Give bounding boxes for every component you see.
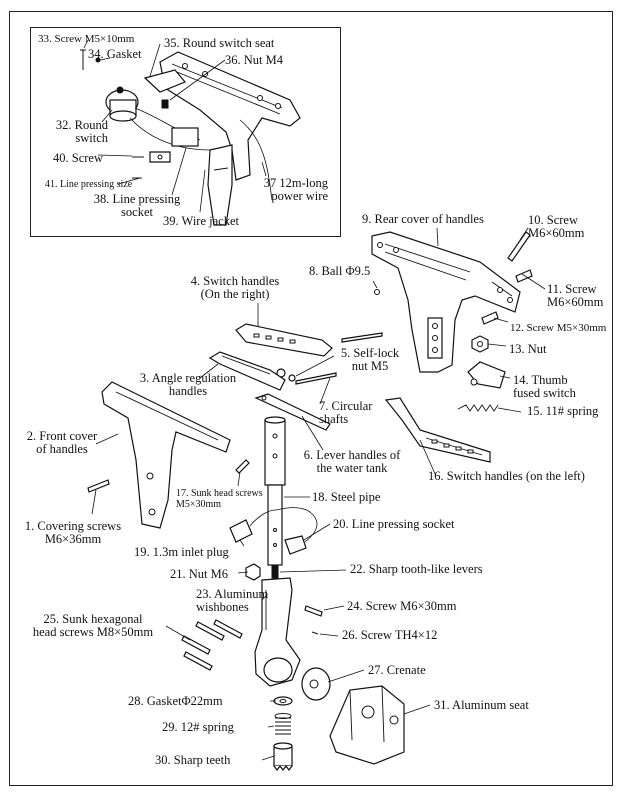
label-9-rear-cover: 9. Rear cover of handles xyxy=(362,212,484,226)
inset-handle-stem xyxy=(207,144,233,226)
label-6-lever-handles: 6. Lever handles of the water tank xyxy=(303,448,401,475)
spring-29 xyxy=(274,713,292,735)
label-17-sunk-head-screws: 17. Sunk head screws M5×30mm xyxy=(176,488,263,510)
inlet-plug-19 xyxy=(229,509,277,543)
label-41-line-pressing-size: 41. Line pressing size xyxy=(45,179,133,190)
label-23-aluminum-wishbones: 23. Aluminum wishbones xyxy=(196,587,269,614)
label-31-aluminum-seat: 31. Aluminum seat xyxy=(434,698,529,712)
label-2-front-cover: 2. Front cover of handles xyxy=(26,429,98,456)
label-12-screw: 12. Screw M5×30mm xyxy=(510,322,607,334)
label-27-crenate: 27. Crenate xyxy=(368,663,426,677)
label-10-screw: 10. Screw M6×60mm xyxy=(528,213,585,240)
screw-th4-26 xyxy=(311,631,319,635)
nut-m6-21 xyxy=(245,563,261,581)
label-40-screw: 40. Screw xyxy=(53,151,103,165)
main-leader-lines xyxy=(91,227,546,761)
label-34-gasket: 34. Gasket xyxy=(88,47,142,61)
gasket-28 xyxy=(273,696,293,706)
thumb-fused-switch-14 xyxy=(467,361,506,389)
label-14-thumb-switch: 14. Thumb fused switch xyxy=(513,373,576,400)
label-20-line-pressing-socket: 20. Line pressing socket xyxy=(333,517,455,531)
label-18-steel-pipe: 18. Steel pipe xyxy=(312,490,381,504)
label-7-circular-shafts: 7. Circular shafts xyxy=(319,399,373,426)
switch-handle-left-16 xyxy=(384,397,491,463)
rear-cover-of-handles xyxy=(371,231,521,373)
label-26-screw-th4: 26. Screw TH4×12 xyxy=(342,628,438,642)
inset-round-switch xyxy=(105,86,211,151)
label-3-angle-regulation: 3. Angle regulation handles xyxy=(139,371,237,398)
inset-line-socket xyxy=(149,127,199,163)
label-11-screw: 11. Screw M6×60mm xyxy=(547,282,604,309)
sunk-head-screw-17 xyxy=(235,459,250,474)
front-cover-of-handles-2 xyxy=(101,381,231,529)
circular-shafts-7 xyxy=(295,332,383,385)
angle-regulation-handles-3 xyxy=(208,351,286,391)
label-39-wire-jacket: 39. Wire jacket xyxy=(163,214,239,228)
label-13-nut: 13. Nut xyxy=(509,342,547,356)
inset-leaders xyxy=(83,39,267,213)
line-pressing-socket-20 xyxy=(275,507,318,555)
sunk-hex-screws-25 xyxy=(181,619,243,671)
label-21-nut-m6: 21. Nut M6 xyxy=(170,567,228,581)
label-33-screw: 33. Screw M5×10mm xyxy=(38,33,135,45)
label-8-ball: 8. Ball Φ9.5 xyxy=(309,264,371,278)
screws-10-11-12 xyxy=(481,231,533,325)
spring-15 xyxy=(457,404,499,412)
label-37-power-wire: 37 12m-long power wire xyxy=(263,176,328,203)
covering-screw-1 xyxy=(87,479,110,493)
nut-13 xyxy=(471,335,489,353)
screw-m6-24 xyxy=(304,605,323,617)
inset-power-wire xyxy=(239,119,273,201)
sharp-teeth-30 xyxy=(273,742,293,771)
label-4-switch-handles-right: 4. Switch handles (On the right) xyxy=(190,274,280,301)
label-35-round-switch-seat: 35. Round switch seat xyxy=(164,36,275,50)
label-5-self-lock-nut: 5. Self-lock nut M5 xyxy=(340,346,400,373)
steel-pipe-18 xyxy=(264,416,286,566)
inset-rear-cover xyxy=(159,51,301,181)
aluminum-seat-31 xyxy=(329,685,405,765)
label-24-screw: 24. Screw M6×30mm xyxy=(347,599,457,613)
outer-border xyxy=(9,11,613,786)
label-22-sharp-tooth-levers: 22. Sharp tooth-like levers xyxy=(350,562,483,576)
label-19-inlet-plug: 19. 1.3m inlet plug xyxy=(134,545,229,559)
label-1-covering-screws: 1. Covering screws M6×36mm xyxy=(24,519,122,546)
sharp-tooth-levers-22 xyxy=(271,565,279,579)
aluminum-wishbones-23 xyxy=(254,577,301,687)
label-16-switch-handles-left: 16. Switch handles (on the left) xyxy=(428,469,585,483)
switch-handle-right-4 xyxy=(235,323,333,357)
label-25-sunk-hex-screws: 25. Sunk hexagonal head screws M8×50mm xyxy=(32,612,154,639)
lever-handles-water-tank-6 xyxy=(254,393,331,431)
label-29-spring: 29. 12# spring xyxy=(162,720,234,734)
label-38-line-pressing-socket: 38. Line pressing socket xyxy=(93,192,181,219)
label-32-round-switch: 32. Round switch xyxy=(55,118,108,145)
inset-switch-seat xyxy=(143,69,186,109)
label-15-spring: 15. 11# spring xyxy=(527,404,599,418)
wiring-detail-inset xyxy=(30,27,341,237)
inset-screws xyxy=(80,49,144,179)
label-28-gasket: 28. GasketΦ22mm xyxy=(128,694,223,708)
label-36-nut: 36. Nut M4 xyxy=(225,53,283,67)
label-30-sharp-teeth: 30. Sharp teeth xyxy=(155,753,231,767)
ball-8 xyxy=(374,289,380,295)
crenate-27 xyxy=(301,667,331,701)
